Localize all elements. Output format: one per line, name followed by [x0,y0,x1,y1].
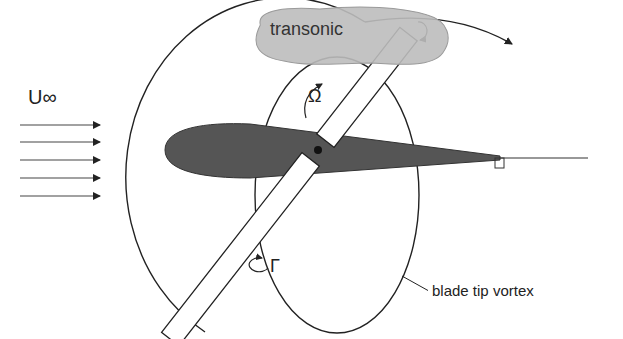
rotation-label: Ω [308,86,321,107]
vortex-label: blade tip vortex [432,282,534,299]
sting [500,157,588,158]
freestream-label: U∞ [28,86,57,109]
support [495,158,504,168]
leader-line [402,276,428,291]
freestream-arrows [20,125,100,196]
transonic-region: transonic [248,5,453,69]
region-label: transonic [270,19,343,40]
rotation-arrow [305,84,322,118]
rotor-blade [162,27,418,339]
circulation-label: Γ [270,256,280,277]
circulation-curl [249,258,268,272]
hub [314,146,322,154]
